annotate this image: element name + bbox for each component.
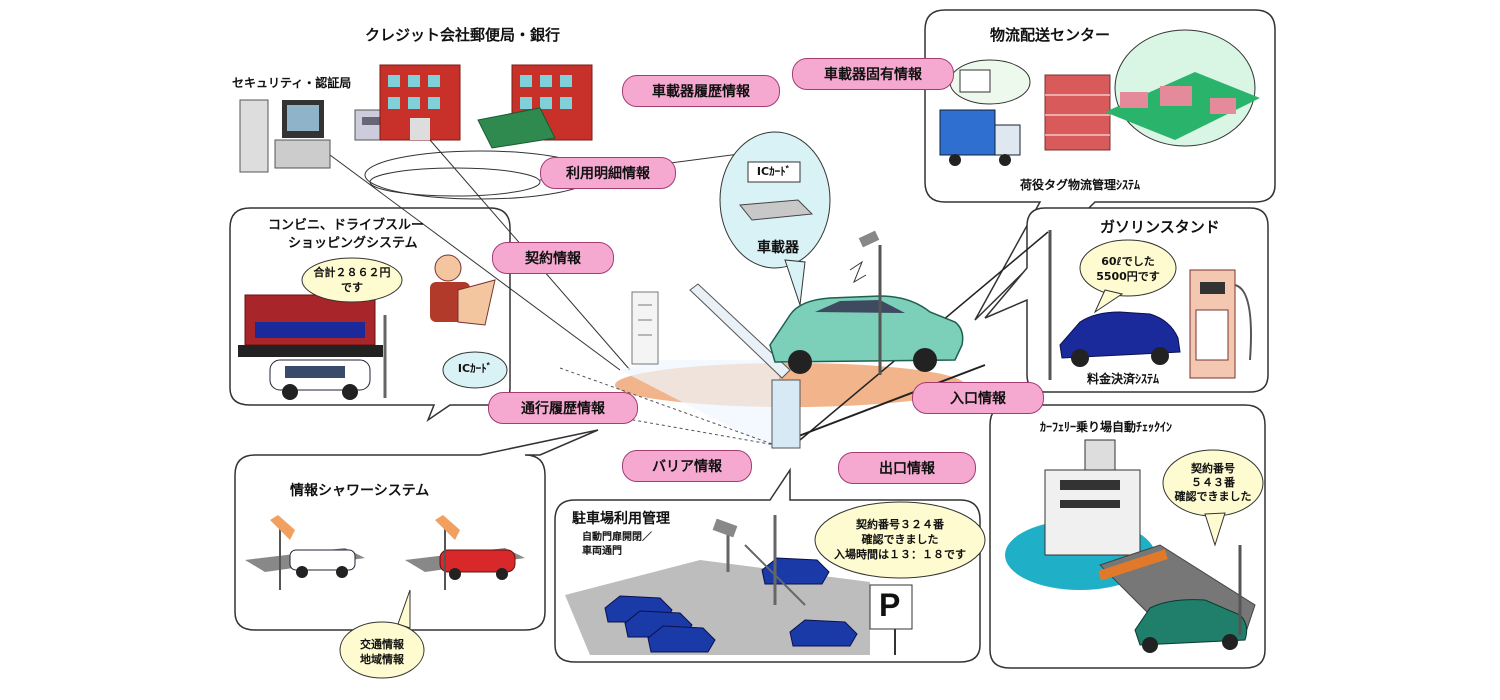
network-loop-1 (369, 167, 541, 197)
device-history-pill: 車載器履歴情報 (622, 75, 780, 107)
logistics-title: 物流配送センター (990, 26, 1111, 44)
main-car-icon (769, 295, 964, 374)
store-van-icon (269, 359, 371, 400)
parking-confirm-text-1: 契約番号３２４番 (856, 518, 944, 531)
parking-title: 駐車場利用管理 (572, 511, 670, 527)
passage-history-pill: 通行履歴情報 (488, 392, 638, 424)
ferry-title: ｶｰﾌｪﾘｰ乗り場自動ﾁｪｯｸｲﾝ (1040, 420, 1173, 434)
store-price-text-1: 合計２８６２円 (313, 266, 391, 279)
store-ic-card-bubble (442, 351, 508, 389)
monitor-callout-icon (949, 59, 1031, 105)
exit-pill: 出口情報 (838, 452, 976, 484)
convenience-title-2: ショッピングシステム (288, 236, 418, 251)
parking-sign (869, 584, 913, 630)
gas-pump-icon (1189, 269, 1252, 379)
parking-sign-letter: P (879, 587, 901, 623)
convenience-title-1: コンビニ、ドライブスルー (268, 218, 425, 233)
ic-card-label-box (747, 161, 801, 183)
traffic-info-bubble (339, 621, 425, 679)
store-ic-card-text: ICｶｰﾄﾞ (457, 362, 493, 375)
antenna-pole-icon (849, 230, 882, 375)
bank-building-icon (379, 64, 461, 141)
security-label: セキュリティ・認証局 (232, 76, 352, 90)
cashier-person-icon (430, 254, 496, 326)
store-price-text-2: です (341, 281, 363, 294)
credit-title: クレジット会社郵便局・銀行 (365, 26, 561, 44)
shower-lane-2-icon (405, 515, 525, 590)
info-shower-panel (234, 429, 599, 631)
onboard-device-icon (739, 199, 814, 221)
device-id-pill: 車載器固有情報 (792, 58, 954, 90)
ferry-text-1: 契約番号 (1191, 462, 1235, 475)
truck-icon (939, 109, 1021, 166)
payment-label: 料金決済ｼｽﾃﾑ (1087, 372, 1160, 386)
security-computer-icon (239, 99, 331, 173)
shower-lane-1-icon (245, 515, 365, 590)
parking-confirm-bubble (814, 501, 986, 579)
warehouse-icon (1044, 74, 1111, 151)
parking-subtitle-1: 自動門扉開閉／ (582, 532, 652, 543)
shower-title: 情報シャワーシステム (290, 483, 430, 499)
onboard-ic-card-text: ICｶｰﾄﾞ (756, 165, 792, 178)
sensor-panel (631, 291, 659, 365)
gate-bar (689, 283, 791, 379)
gas-car-icon (1059, 311, 1181, 367)
ferry-text-3: 確認できました (1174, 490, 1252, 503)
usage-detail-pill: 利用明細情報 (540, 157, 676, 189)
gate-post (771, 379, 801, 449)
gas-price-bubble (1079, 239, 1177, 297)
store-building-icon (238, 294, 383, 357)
parking-subtitle-2: 車両通門 (582, 546, 622, 557)
parking-confirm-text-2: 確認できました (861, 533, 939, 546)
entry-pill: 入口情報 (912, 382, 1044, 414)
onboard-label: 車載器 (757, 240, 799, 256)
tag-system-label: 荷役タグ物流管理ｼｽﾃﾑ (1020, 178, 1141, 192)
ferry-ship-icon (1044, 439, 1141, 556)
road-zone (620, 360, 780, 450)
store-price-bubble (301, 257, 403, 303)
tag-callout-icon (1105, 29, 1260, 147)
ferry-car-icon (1134, 599, 1248, 653)
contract-pill: 契約情報 (492, 242, 614, 274)
gas-title: ガソリンスタンド (1100, 218, 1220, 236)
post-office-building-icon (477, 64, 593, 149)
gas-price-text-1: 60ℓでした (1101, 255, 1155, 268)
barrier-pill: バリア情報 (622, 450, 752, 482)
gas-price-text-2: 5500円です (1096, 270, 1160, 283)
traffic-info-text-1: 交通情報 (360, 638, 404, 651)
ferry-text-2: ５４３番 (1191, 476, 1235, 489)
parking-confirm-text-3: 入場時間は１３：１８です (834, 548, 966, 561)
traffic-info-text-2: 地域情報 (360, 653, 404, 666)
